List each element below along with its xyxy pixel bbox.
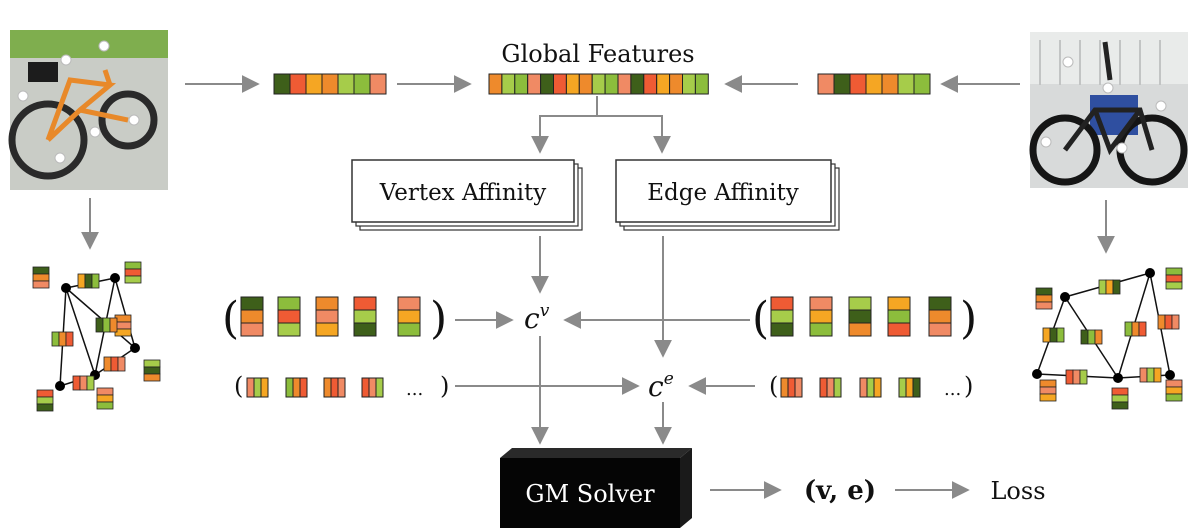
output-ve-label: (v, e) xyxy=(804,476,876,506)
graph-feature xyxy=(1124,321,1147,337)
vertex-affinity-label: Vertex Affinity xyxy=(379,180,547,206)
global-feature-bar xyxy=(488,73,709,95)
graph-feature xyxy=(77,273,100,289)
graph-edge xyxy=(114,277,136,349)
graph-feature xyxy=(36,389,54,412)
edge-affinity-label: Edge Affinity xyxy=(647,180,798,206)
graph-node xyxy=(61,283,71,293)
vertex-feature-right xyxy=(887,296,911,337)
graph-edge xyxy=(65,287,96,376)
edge-feature-left xyxy=(361,377,384,398)
svg-text:(: ( xyxy=(752,293,769,344)
global-features-label: Global Features xyxy=(501,40,694,68)
vertex-feature-left xyxy=(315,296,339,337)
svg-text:(: ( xyxy=(234,372,243,400)
vertex-feature-right xyxy=(809,296,833,337)
graph-node xyxy=(110,273,120,283)
connector-arrows xyxy=(81,75,1115,499)
graph-feature xyxy=(1165,379,1183,402)
graph-feature xyxy=(96,387,114,410)
graph-feature xyxy=(1035,287,1053,310)
vertex-feature-left xyxy=(353,296,377,337)
svg-text:): ) xyxy=(964,372,973,400)
edge-feature-stacks xyxy=(246,377,921,398)
vertex-feature-right xyxy=(928,296,952,337)
edge-feature-right xyxy=(859,377,882,398)
graph-feature xyxy=(1165,267,1183,290)
left-bike-image xyxy=(8,30,168,190)
left-graph xyxy=(32,261,161,412)
loss-label: Loss xyxy=(990,477,1045,505)
vertex-feature-left xyxy=(277,296,301,337)
graph-feature xyxy=(143,359,161,382)
edge-feature-left xyxy=(323,377,346,398)
vertex-feature-right xyxy=(770,296,794,337)
graph-node xyxy=(130,343,140,353)
right-graph xyxy=(1032,267,1183,410)
svg-text:(: ( xyxy=(769,372,778,400)
edge-affinity-box: Edge Affinity xyxy=(615,159,840,231)
graph-node xyxy=(55,381,65,391)
left-feature-bar xyxy=(273,73,387,95)
vertex-feature-left xyxy=(397,296,421,337)
edge-tuple-ellipsis: ... ... xyxy=(406,379,961,400)
vertex-feature-stacks xyxy=(240,296,952,337)
svg-text:...: ... xyxy=(406,379,423,400)
vertex-tuple-parens: () () xyxy=(222,293,977,344)
graph-feature xyxy=(1080,329,1103,345)
graph-feature xyxy=(1139,367,1162,383)
graph-feature xyxy=(1065,369,1088,385)
cv-symbol: cv xyxy=(524,301,550,335)
ce-symbol: ce xyxy=(648,369,674,403)
edge-tuple-parens: () () xyxy=(234,372,973,400)
svg-text:): ) xyxy=(430,293,447,344)
graph-node xyxy=(1032,369,1042,379)
svg-text:): ) xyxy=(440,372,449,400)
right-bike-image xyxy=(1029,32,1188,188)
graph-feature xyxy=(1098,279,1121,295)
graph-node xyxy=(1145,268,1155,278)
right-feature-bar xyxy=(817,73,931,95)
vertex-feature-left xyxy=(240,296,264,337)
graph-feature xyxy=(1111,387,1129,410)
graph-feature xyxy=(1157,314,1180,330)
svg-text:cv: cv xyxy=(524,301,550,335)
svg-text:ce: ce xyxy=(648,369,674,403)
graph-feature xyxy=(95,317,118,333)
edge-feature-left xyxy=(285,377,308,398)
graph-feature xyxy=(32,266,50,289)
feature-vectors xyxy=(273,73,931,95)
graph-feature xyxy=(51,331,74,347)
vertex-feature-right xyxy=(848,296,872,337)
edge-feature-right xyxy=(819,377,842,398)
graph-feature xyxy=(1039,379,1057,402)
graph-feature xyxy=(124,261,142,284)
edge-feature-left xyxy=(246,377,269,398)
graph-node xyxy=(1113,373,1123,383)
graph-feature xyxy=(103,356,126,372)
vertex-affinity-box: Vertex Affinity xyxy=(351,159,583,231)
svg-text:): ) xyxy=(960,293,977,344)
graph-feature xyxy=(72,375,95,391)
svg-text:(: ( xyxy=(222,293,239,344)
svg-text:...: ... xyxy=(944,379,961,400)
graph-node xyxy=(1060,292,1070,302)
graph-node xyxy=(1165,370,1175,380)
edge-feature-right xyxy=(898,377,921,398)
graph-feature xyxy=(1042,327,1065,343)
edge-feature-right xyxy=(780,377,803,398)
graph-feature xyxy=(114,314,132,337)
gm-solver-box: GM Solver xyxy=(500,448,692,528)
gm-solver-label: GM Solver xyxy=(525,480,655,508)
